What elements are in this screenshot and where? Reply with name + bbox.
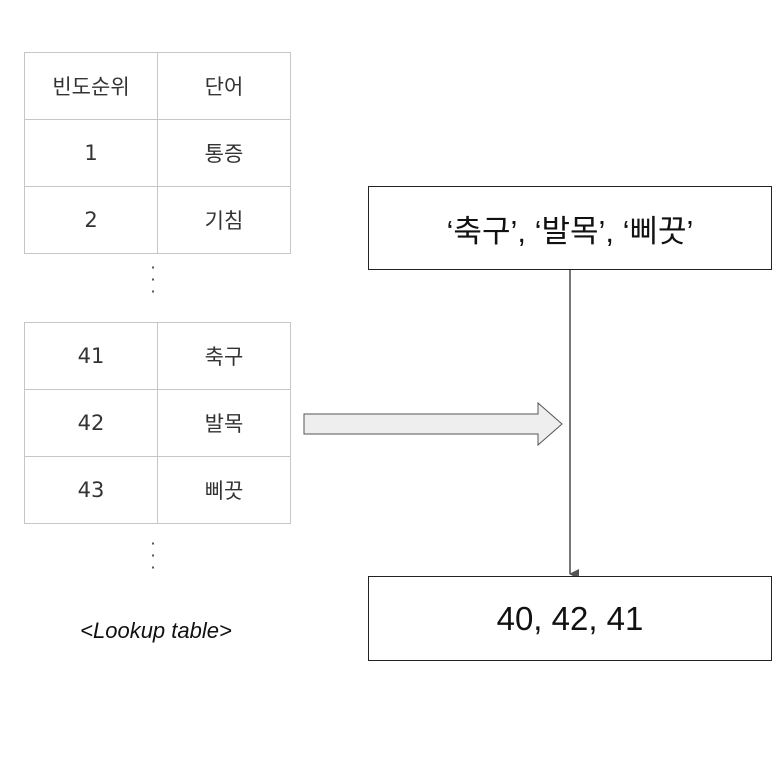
rank-cell: 43 [24,456,158,524]
block-arrow [303,401,563,447]
ellipsis-dots-upper: ··· [150,258,156,301]
table-row: 42 발목 [24,389,291,457]
table-row: 2 기침 [24,186,291,254]
header-word: 단어 [157,52,291,120]
word-cell: 통증 [157,119,291,187]
input-words-box: ‘축구’, ‘발목’, ‘삐끗’ [368,186,772,270]
rank-cell: 1 [24,119,158,187]
header-rank: 빈도순위 [24,52,158,120]
input-words-text: ‘축구’, ‘발목’, ‘삐끗’ [446,213,694,249]
table-header-row: 빈도순위 단어 [24,52,291,120]
rank-cell: 41 [24,322,158,390]
rank-cell: 2 [24,186,158,254]
rank-cell: 42 [24,389,158,457]
table-caption: <Lookup table> [80,618,232,643]
table-row: 43 삐끗 [24,456,291,524]
lookup-table-top: 빈도순위 단어 1 통증 2 기침 [24,52,291,254]
output-indices-box: 40, 42, 41 [368,576,772,661]
ellipsis-dots-lower: ··· [150,534,156,577]
word-cell: 삐끗 [157,456,291,524]
lookup-table-bottom: 41 축구 42 발목 43 삐끗 [24,322,291,524]
output-indices-text: 40, 42, 41 [496,599,644,637]
table-row: 1 통증 [24,119,291,187]
word-cell: 기침 [157,186,291,254]
word-cell: 발목 [157,389,291,457]
